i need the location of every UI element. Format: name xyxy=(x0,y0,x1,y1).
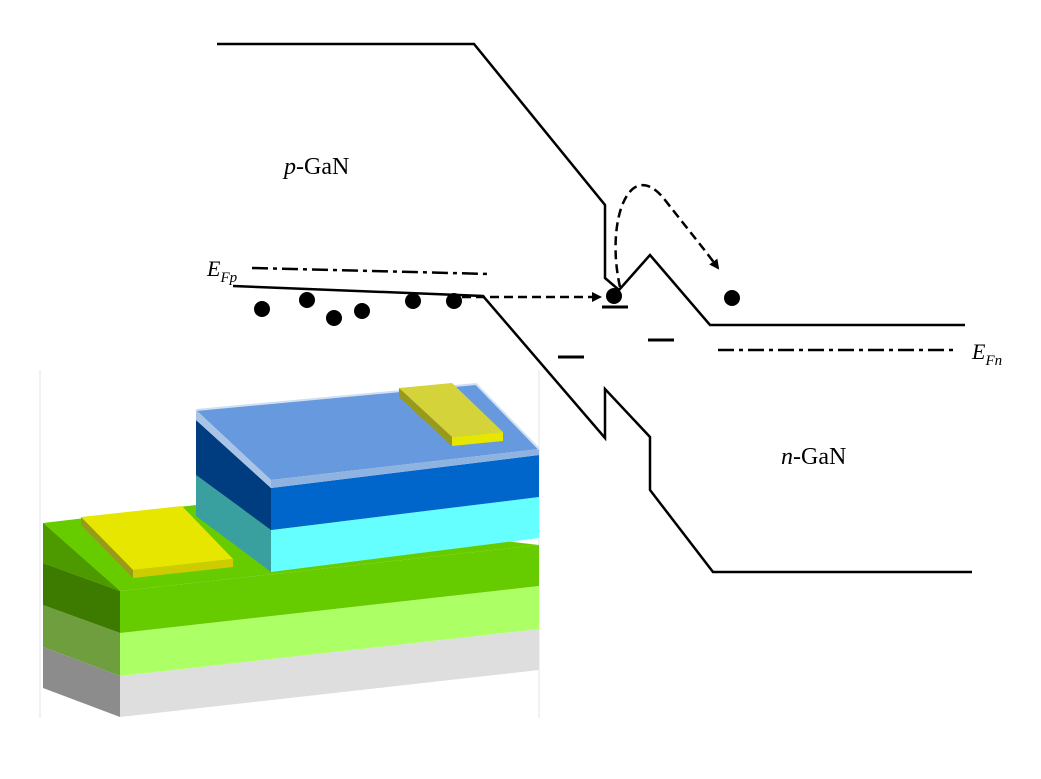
light-green-layer-side xyxy=(43,605,120,676)
electron xyxy=(254,301,270,317)
light-green-layer-front xyxy=(120,586,539,676)
electron-trapped xyxy=(606,288,622,304)
electron xyxy=(354,303,370,319)
band-lines xyxy=(217,42,972,574)
green-layer-side xyxy=(43,563,120,633)
electron-emitted xyxy=(724,290,740,306)
right-contact-top xyxy=(399,383,503,437)
fermi-n-label: EFn xyxy=(971,339,1002,369)
n-gan-label: n-GaN xyxy=(781,444,846,470)
electron xyxy=(299,292,315,308)
green-layer-top-left xyxy=(43,523,120,591)
right-contact-front xyxy=(452,432,503,446)
left-contact-front xyxy=(133,559,233,578)
blue-layer-front xyxy=(271,455,539,530)
thermal-emission-arrow xyxy=(614,183,720,288)
electrons xyxy=(254,288,740,326)
right-contact-side xyxy=(399,388,452,446)
cyan-layer-front xyxy=(271,497,539,572)
left-contact-side xyxy=(81,517,133,578)
cyan-layer-side xyxy=(196,475,271,572)
transparent-cap-outline xyxy=(195,382,540,450)
substrate-side xyxy=(43,647,120,717)
electron xyxy=(405,293,421,309)
substrate-front xyxy=(120,629,539,717)
green-layer-front xyxy=(120,545,539,633)
valence-band xyxy=(232,284,972,574)
fermi-level-p-line xyxy=(251,266,491,276)
p-gan-label: p-GaN xyxy=(282,154,349,180)
left-contact-top xyxy=(81,506,233,570)
blue-layer-side xyxy=(196,420,271,530)
fermi-p-label: EFp xyxy=(206,256,238,286)
trap-states xyxy=(558,305,674,359)
transparent-cap-left xyxy=(196,410,271,488)
electron xyxy=(446,293,462,309)
transparent-cap-front xyxy=(271,449,539,488)
device-3d-inset xyxy=(39,370,540,718)
electron xyxy=(326,310,342,326)
conduction-band xyxy=(217,42,965,327)
